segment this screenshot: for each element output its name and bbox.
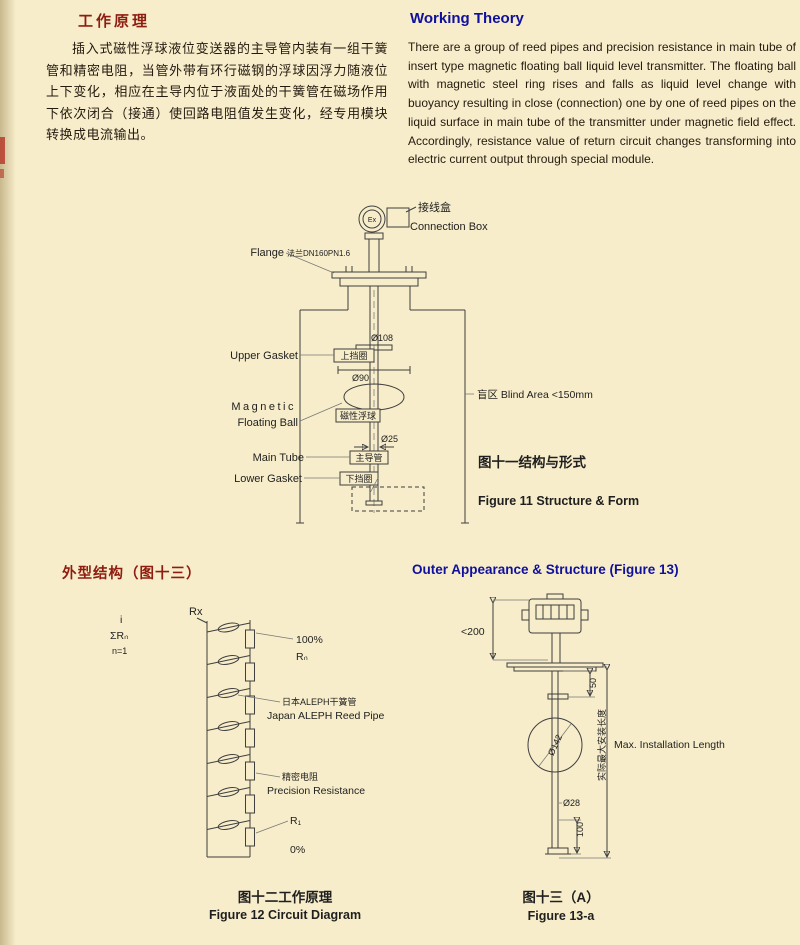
outer-structure-title-en: Outer Appearance & Structure (Figure 13) — [412, 562, 679, 577]
blind-area-label: 盲区 Blind Area <150mm — [477, 388, 593, 401]
main-tube-label-en: Main Tube — [253, 452, 304, 464]
connection-box-label-zh: 接线盒 — [418, 200, 451, 214]
working-theory-title-en: Working Theory — [410, 10, 524, 27]
figure12-caption-zh: 图十二工作原理 — [238, 889, 333, 905]
figure-11-structure-diagram: Ex 接线盒 Connection Box Flange 法兰DN160PN1.… — [230, 200, 639, 524]
pct-100-label: 100% — [296, 634, 323, 646]
floating-ball-leader — [299, 402, 343, 422]
precision-leader — [255, 772, 281, 778]
transmitter-head-drawing — [521, 593, 589, 663]
tube13-drawing — [545, 671, 571, 855]
working-principle-body-zh: 插入式磁性浮球液位变送器的主导管内装有一组干簧管和精密电阻，当管外带有环行磁钢的… — [46, 41, 388, 143]
figure-12-circuit-diagram: Rx i ΣRₙ n=1 — [110, 606, 384, 922]
main-tube-label-zh: 主导管 — [355, 452, 382, 463]
install-length-label-en: Max. Installation Length — [614, 739, 725, 751]
scan-artifact — [0, 137, 5, 164]
lower-ring-label-zh: 下挡圈 — [345, 473, 372, 484]
precision-resistance-label-zh: 精密电阻 — [282, 771, 318, 782]
figure13-caption-en: Figure 13-a — [528, 909, 596, 923]
rn-label: Rₙ — [296, 651, 308, 663]
dim100-label: 100 — [575, 822, 585, 837]
figure11-caption-zh: 图十一结构与形式 — [478, 454, 586, 470]
head-width-label: <200 — [461, 626, 485, 638]
flange-label-zh: 法兰DN160PN1.6 — [287, 248, 351, 258]
dia28-label: Ø28 — [563, 798, 580, 808]
dia25-dim: Ø25 — [381, 434, 398, 444]
working-theory-body-en: There are a group of reed pipes and prec… — [408, 40, 796, 167]
dim50-label: 50 — [588, 678, 598, 688]
flange13-drawing — [506, 662, 604, 672]
dia90-dim: Ø90 — [352, 373, 369, 383]
rx-label: Rx — [189, 606, 203, 618]
precision-resistance-label-en: Precision Resistance — [267, 785, 365, 797]
formula-n: n=1 — [112, 646, 127, 656]
magnetic-label-en: Magnetic — [231, 401, 296, 413]
reed-pipe-label-en: Japan ALEPH Reed Pipe — [267, 710, 384, 722]
pct100-leader — [255, 632, 294, 640]
dia108-dim: Ø108 — [371, 333, 393, 343]
outer-structure-title-zh: 外型结构（图十三） — [62, 566, 202, 582]
dia142-label: Ø142 — [546, 733, 564, 757]
floating-ball-label-en: Floating Ball — [237, 417, 298, 429]
main-tube-drawing — [365, 286, 383, 513]
upper-gasket-label-en: Upper Gasket — [230, 350, 298, 362]
ball13-drawing — [527, 717, 583, 773]
ex-marking-label: Ex — [368, 217, 377, 224]
upper-ring-callout — [333, 348, 375, 363]
dim50-lines — [563, 671, 595, 698]
tank-outline — [296, 286, 469, 524]
main-tube-callout — [349, 450, 389, 465]
formula-sigma: ΣRₙ — [110, 630, 128, 642]
flange-label-en: Flange — [250, 247, 284, 259]
formula-i: i — [120, 614, 122, 626]
dim100-lines — [559, 820, 581, 855]
guide-ring-drawing — [337, 366, 411, 374]
reed-switches — [206, 622, 251, 830]
detail-dashed-box — [351, 486, 425, 512]
figure11-caption-en: Figure 11 Structure & Form — [478, 494, 639, 508]
pct-0-label: 0% — [290, 844, 305, 856]
install-length-dimension — [559, 667, 611, 859]
scan-edge-shadow — [0, 0, 16, 945]
connection-box-drawing: Ex — [358, 205, 417, 233]
resistor-chain — [245, 620, 255, 857]
figure-13-appearance-diagram: <200 50 Ø142 Ø28 — [461, 593, 725, 923]
install-length-label-zh: 实际最大安装长度 — [596, 709, 607, 781]
flange-drawing — [285, 252, 427, 287]
connection-box-label-en: Connection Box — [410, 221, 488, 233]
figure13-caption-zh: 图十三（A） — [522, 889, 599, 905]
floating-ball-label-zh: 磁性浮球 — [340, 410, 376, 421]
floating-ball-callout — [335, 408, 381, 423]
lower-gasket-label-en: Lower Gasket — [234, 473, 302, 485]
neck-drawing — [364, 232, 384, 272]
lower-ring-leader — [369, 477, 379, 494]
rx-wiper-line — [196, 617, 208, 624]
scan-artifact — [0, 169, 4, 178]
figure12-caption-en: Figure 12 Circuit Diagram — [209, 908, 361, 922]
reed-pipe-label-zh: 日本ALEPH干簧管 — [282, 696, 357, 707]
upper-ring-label-zh: 上挡圈 — [340, 350, 367, 361]
working-principle-title-zh: 工作原理 — [78, 13, 151, 30]
head-width-dimension — [493, 600, 548, 661]
reed-leader — [237, 694, 281, 703]
r1-leader — [255, 820, 289, 834]
r1-label: R₁ — [290, 815, 302, 827]
